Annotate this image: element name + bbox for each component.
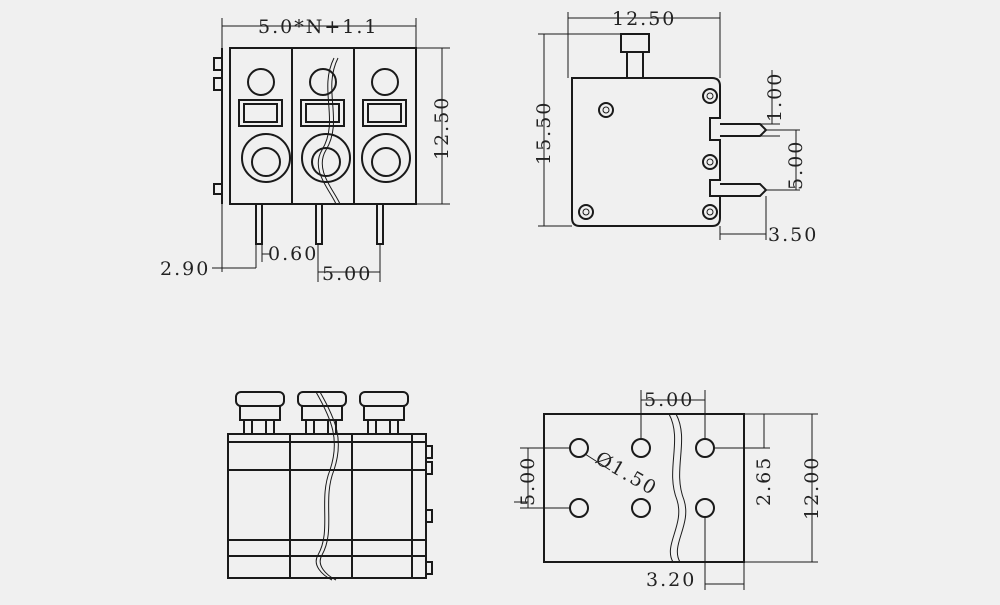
top-width-dimension: 5.0*N+1.1 <box>258 16 378 38</box>
front-view <box>227 391 433 581</box>
pcb-hole <box>631 498 651 518</box>
pin-offset-dimension: 2.90 <box>160 258 210 280</box>
pcb-hole <box>695 498 715 518</box>
side-height-dimension: 15.50 <box>533 101 555 165</box>
pin-width-dimension: 0.60 <box>268 243 318 265</box>
terminal-2 <box>300 68 351 183</box>
pcb-layout: 5.00 Ø1.50 5.00 2.65 12.00 3.20 <box>514 389 823 591</box>
pin-spacing-dimension: 5.00 <box>785 140 807 190</box>
top-height-dimension: 12.50 <box>431 96 453 160</box>
hole-diameter-dimension: Ø1.50 <box>592 447 662 500</box>
pcb-hole <box>631 438 651 458</box>
pcb-height-dimension: 12.00 <box>801 456 823 520</box>
pin-thickness-dimension: 1.00 <box>764 72 786 122</box>
lever-3 <box>359 391 409 435</box>
terminal-3 <box>361 68 411 183</box>
pitch-dimension-top: 5.00 <box>322 263 372 285</box>
lever-1 <box>235 391 285 435</box>
edge-offset-dimension: 2.65 <box>753 456 775 506</box>
lever-2 <box>297 391 347 435</box>
pcb-hole <box>569 498 589 518</box>
side-width-dimension: 12.50 <box>612 8 676 30</box>
pcb-hole <box>695 438 715 458</box>
pcb-pitch-dimension: 5.00 <box>644 389 694 411</box>
top-view: 5.0*N+1.1 12.50 2.90 0.60 5.00 <box>160 16 453 285</box>
bottom-offset-dimension: 3.20 <box>646 569 696 591</box>
pin-length-dimension: 3.50 <box>768 224 818 246</box>
terminal-1 <box>238 68 291 183</box>
side-view: 12.50 15.50 1.00 5.00 3.50 <box>533 8 818 246</box>
row-spacing-dimension: 5.00 <box>517 456 539 506</box>
